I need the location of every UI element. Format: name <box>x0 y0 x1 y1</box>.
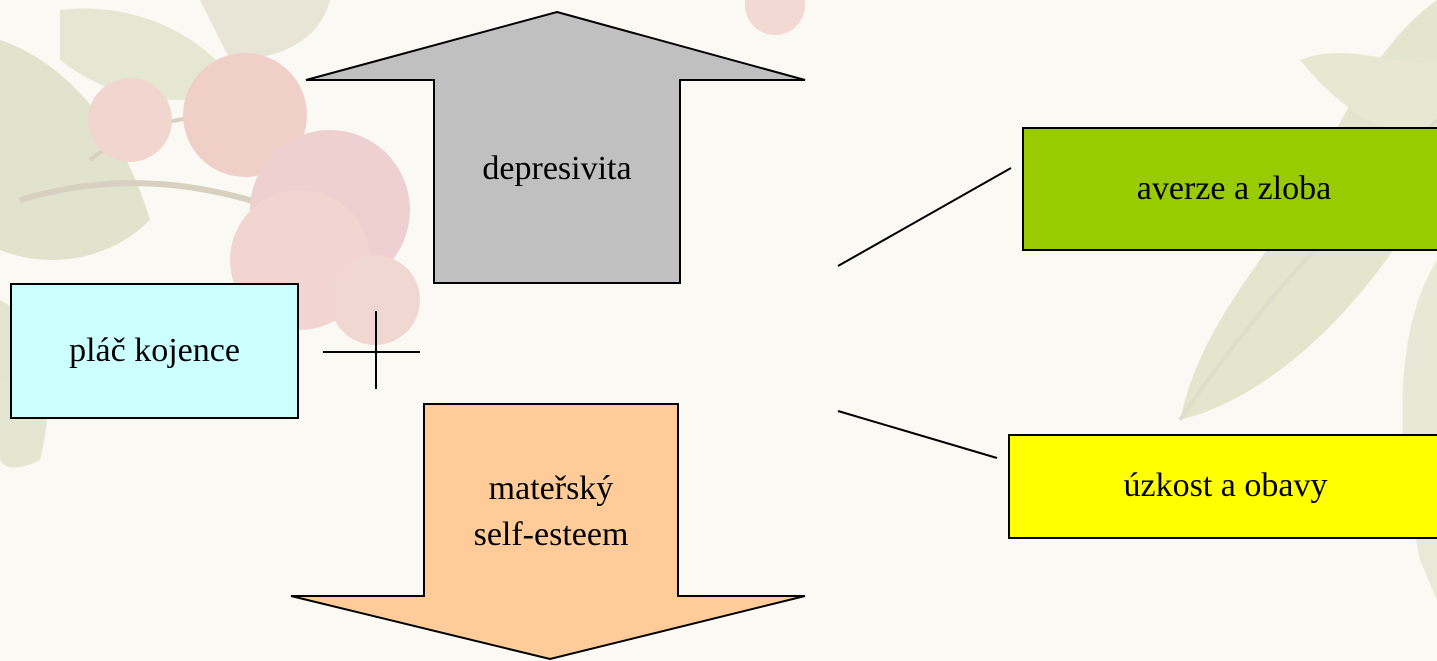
infant-crying-text: pláč kojence <box>69 331 240 369</box>
self-esteem-label: mateřský self-esteem <box>423 466 679 558</box>
depression-up-arrow <box>305 10 806 284</box>
self-esteem-down-arrow <box>290 403 806 661</box>
connector-to-anger <box>837 167 1012 267</box>
plus-sign <box>323 311 420 389</box>
self-esteem-line-2: self-esteem <box>473 515 629 553</box>
connector-to-anxiety <box>837 410 998 459</box>
depression-label: depresivita <box>433 146 681 192</box>
aversion-anger-text: averze a zloba <box>1136 169 1332 207</box>
anxiety-worry-box: úzkost a obavy <box>1008 434 1437 539</box>
aversion-anger-box: averze a zloba <box>1022 127 1437 251</box>
self-esteem-line-1: mateřský <box>488 470 614 507</box>
anxiety-worry-text: úzkost a obavy <box>1123 467 1328 505</box>
infant-crying-box: pláč kojence <box>10 283 299 419</box>
depression-text: depresivita <box>482 150 632 187</box>
